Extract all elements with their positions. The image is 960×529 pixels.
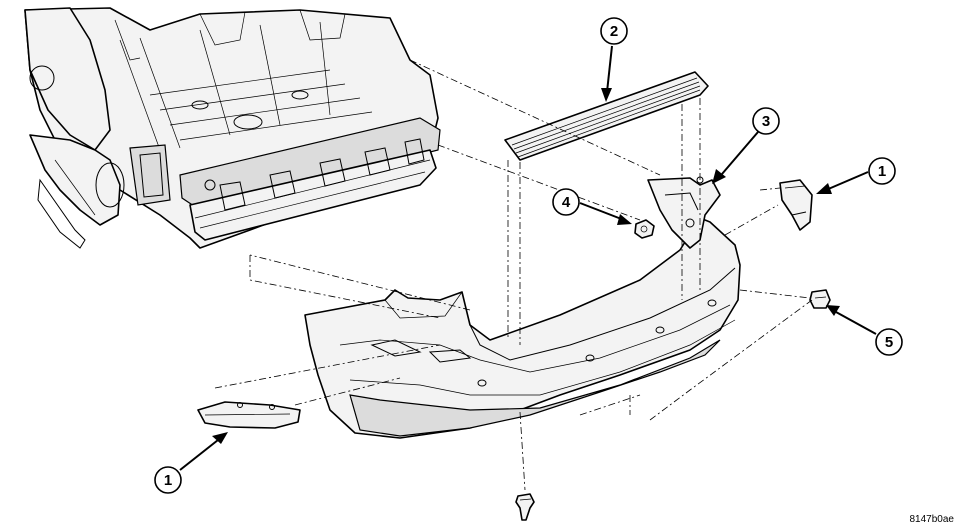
right-fascia-bracket (647, 176, 721, 249)
clip (809, 289, 831, 309)
push-pin-fastener (515, 493, 535, 521)
vehicle-rear-body (24, 7, 441, 249)
nut (634, 219, 655, 239)
right-end-cap (779, 179, 813, 231)
callout-3-label: 3 (762, 113, 770, 130)
callout-leaders (179, 45, 877, 471)
step-pad (504, 71, 709, 161)
alignment-lines (214, 59, 813, 491)
callout-1-left: 1 (154, 466, 182, 494)
callout-4-label: 4 (562, 194, 571, 211)
callout-2: 2 (600, 17, 628, 45)
callout-4: 4 (552, 188, 580, 216)
callout-5-label: 5 (885, 334, 893, 351)
callout-1-left-label: 1 (164, 472, 172, 489)
rear-bumper-fascia (304, 217, 741, 439)
figure-code: 8147b0ae (909, 514, 955, 525)
callout-1-right-label: 1 (878, 163, 886, 180)
callout-2-label: 2 (610, 23, 618, 40)
left-end-cap (197, 401, 301, 429)
callout-5: 5 (875, 328, 903, 356)
callout-3: 3 (752, 107, 780, 135)
callout-1-right: 1 (868, 157, 896, 185)
